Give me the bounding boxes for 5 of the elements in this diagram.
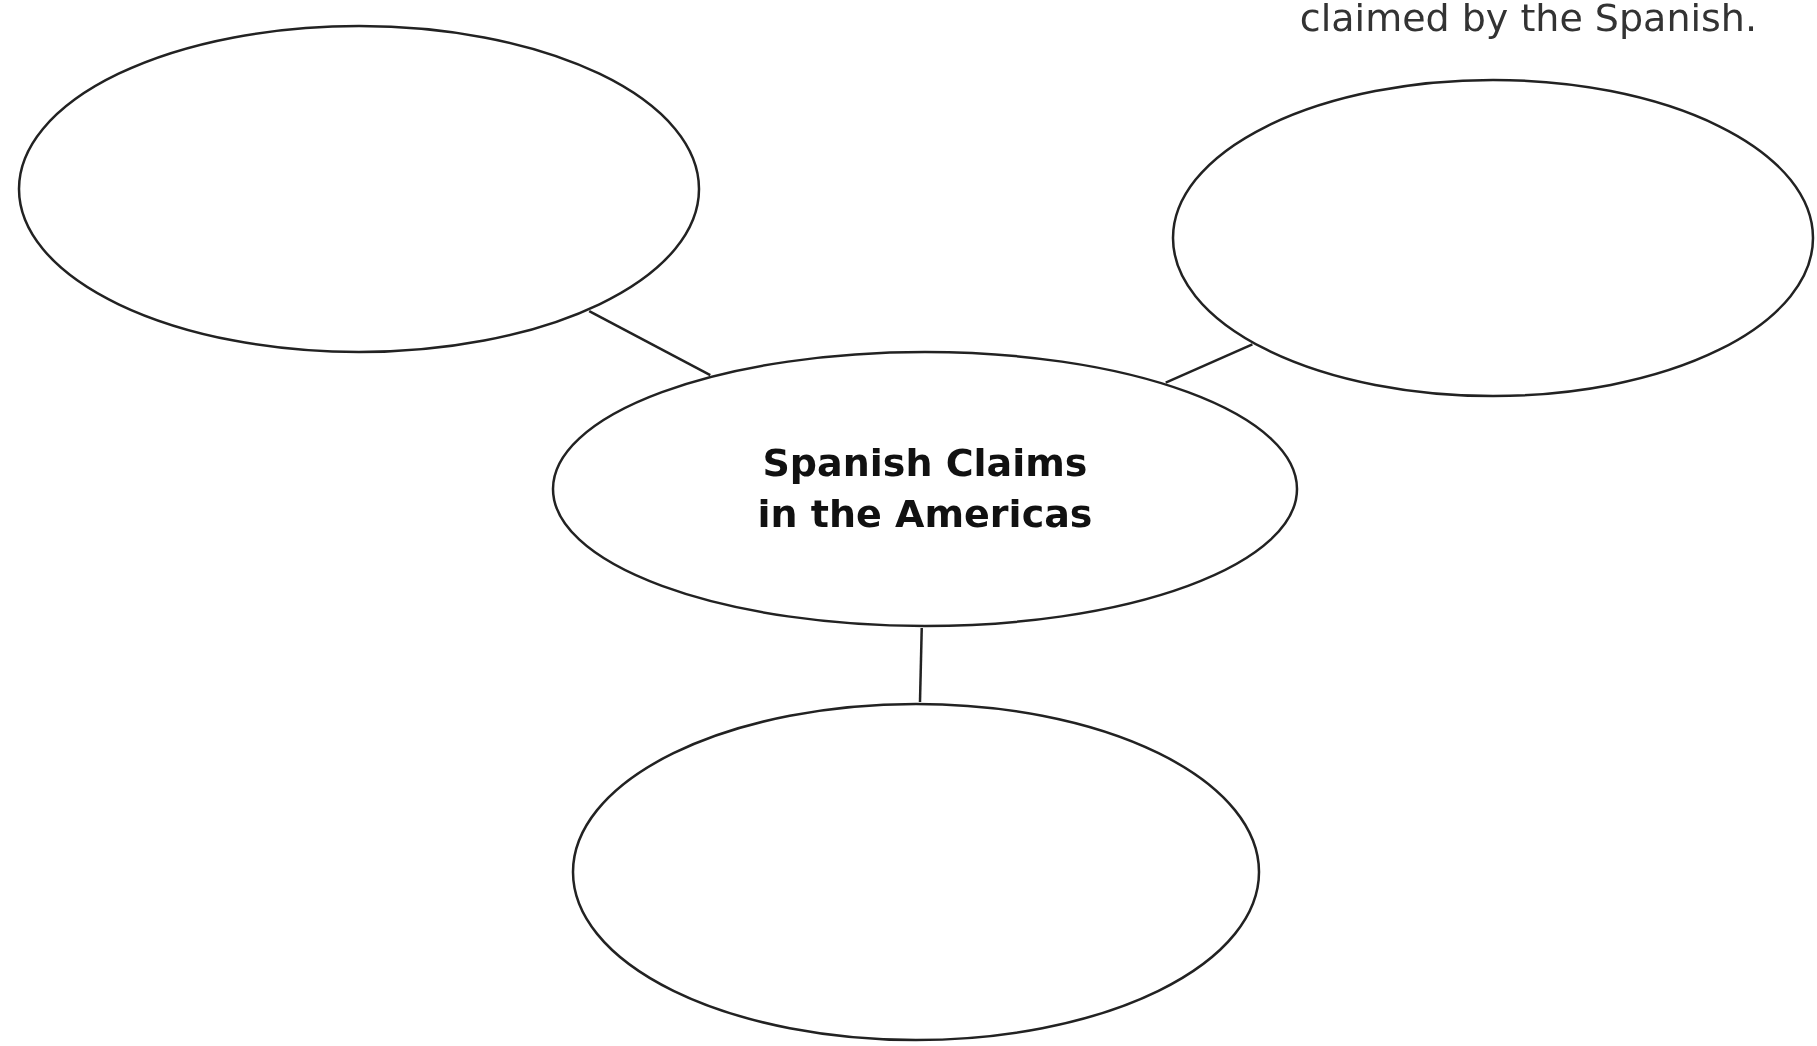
connector-line <box>588 309 711 377</box>
connector-line <box>918 627 923 703</box>
topic-text: Spanish Claims in the Americas <box>756 439 1094 538</box>
connector-line <box>1165 343 1253 384</box>
instruction-text: claimed by the Spanish. <box>1299 0 1757 40</box>
